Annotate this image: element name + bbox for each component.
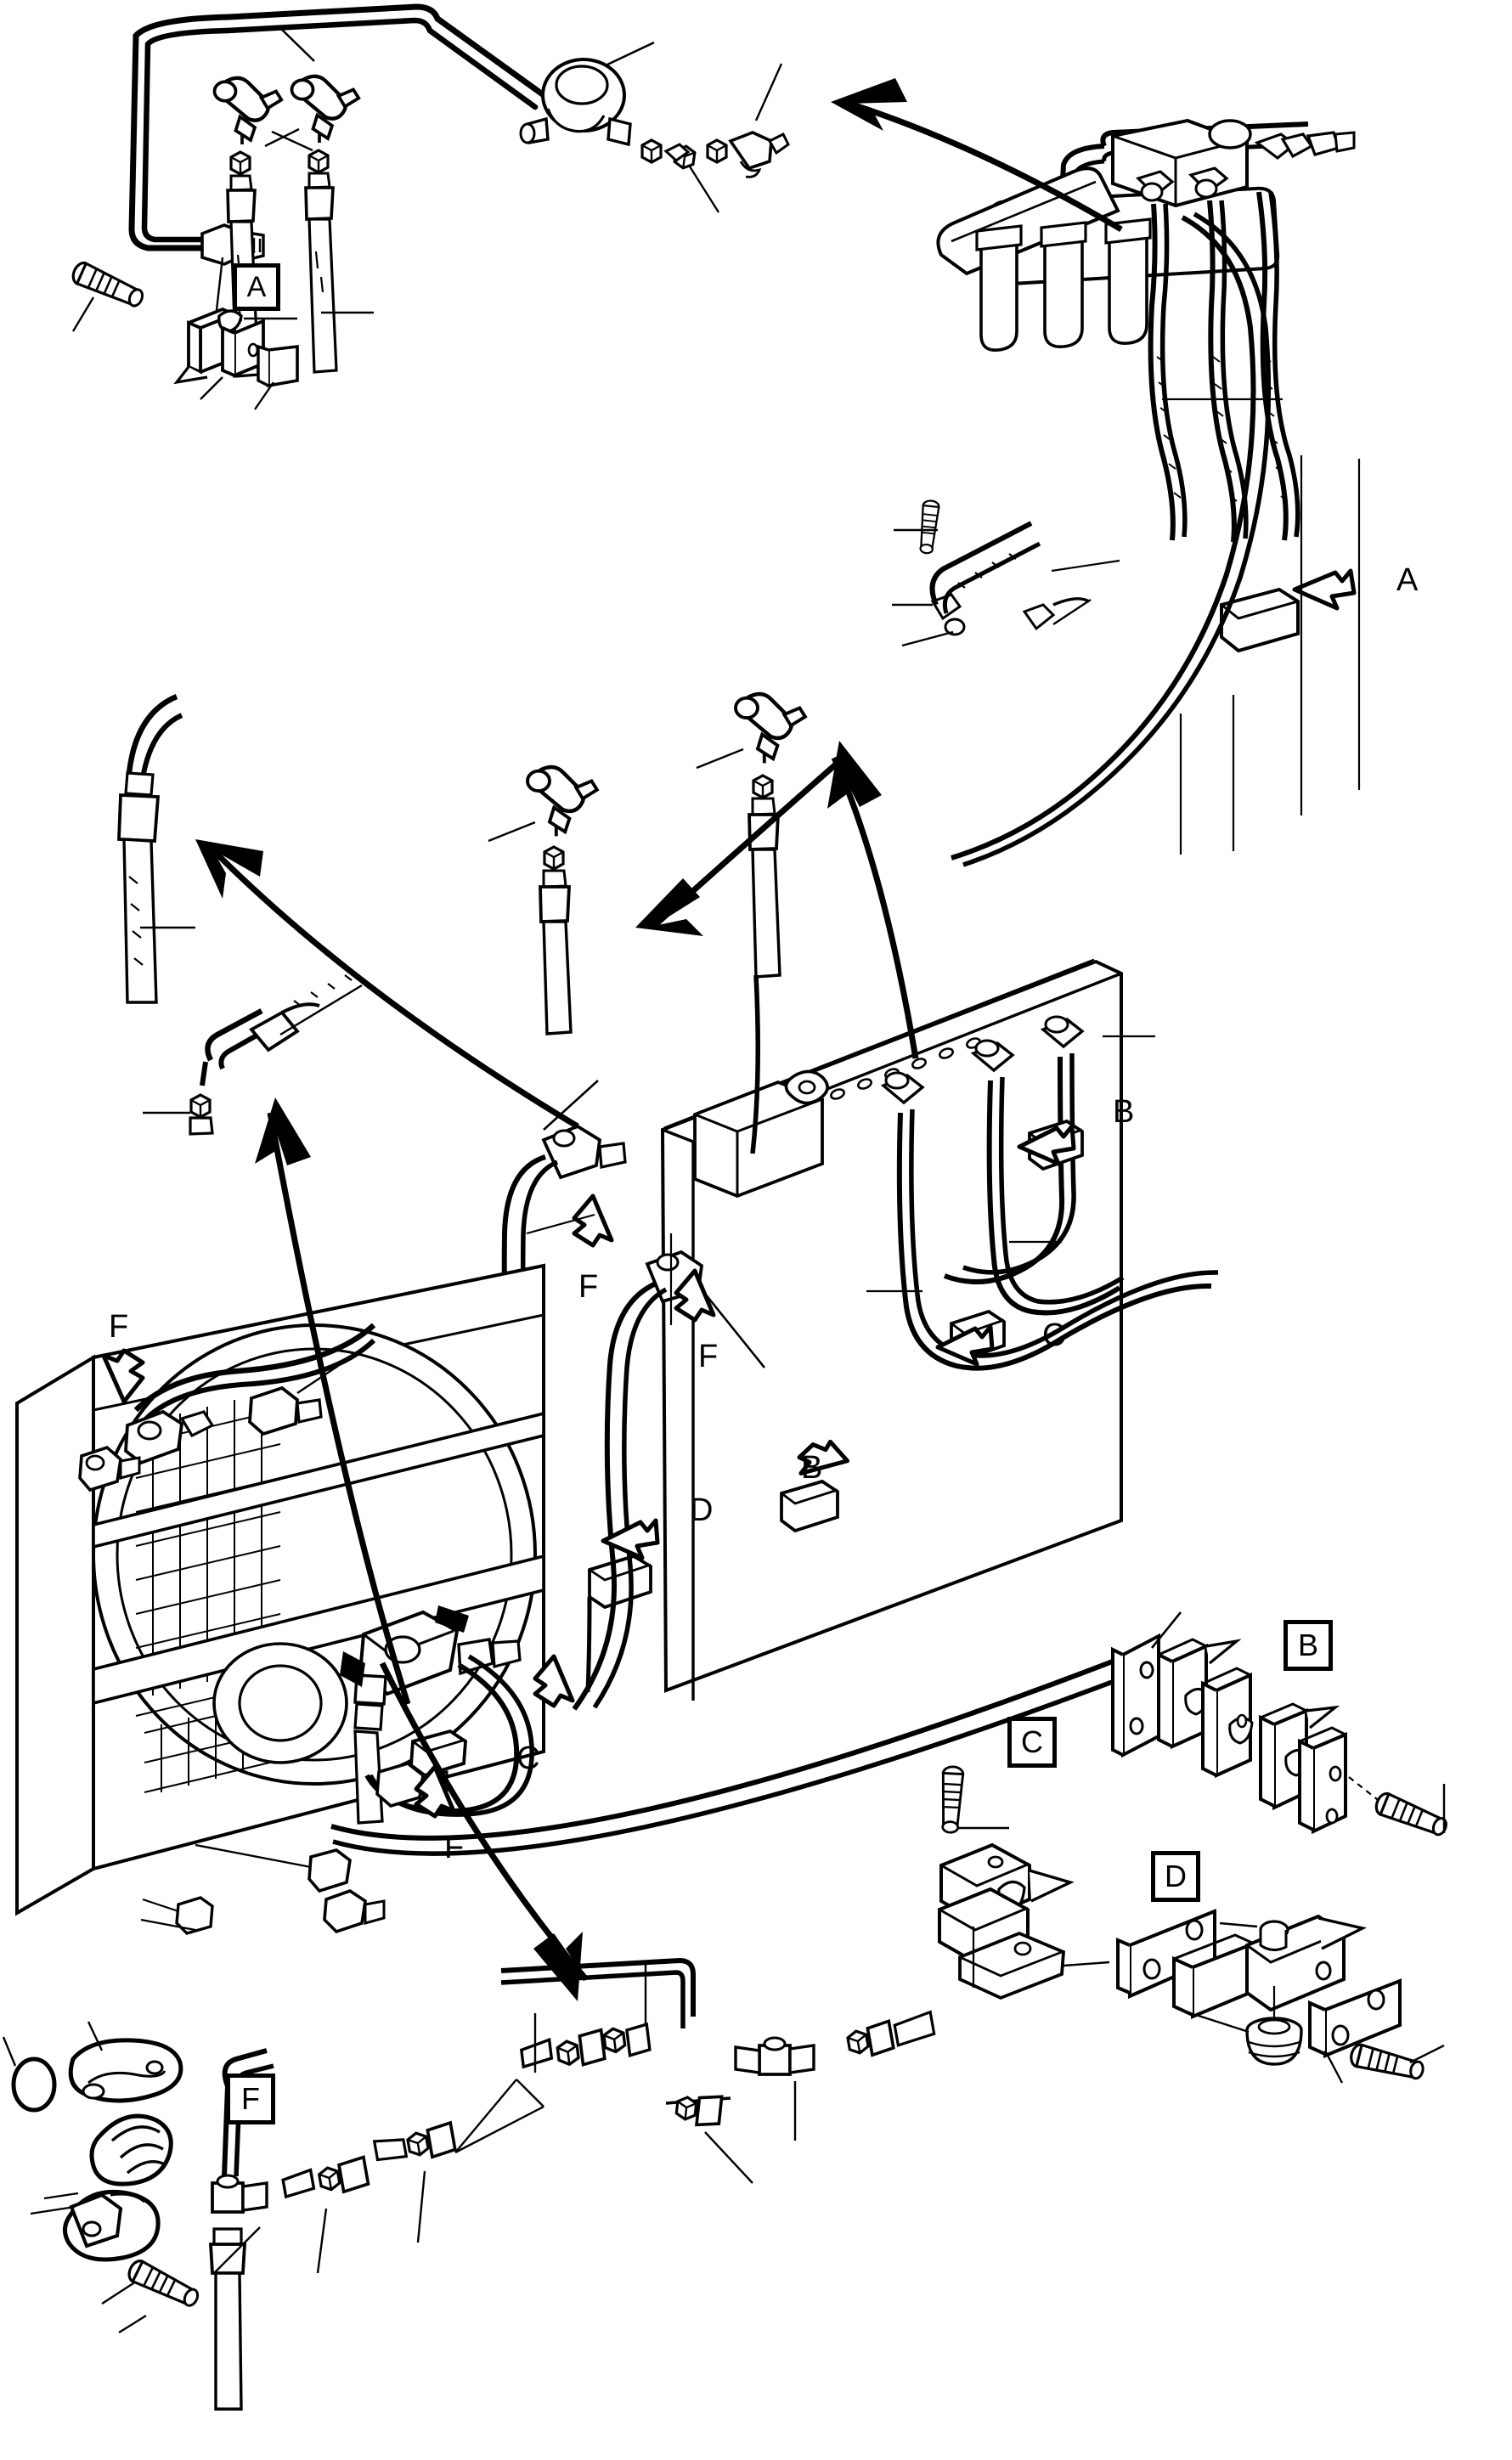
hollow-arrow-c-tank (935, 1324, 995, 1367)
tank-hose-clamp-4 (588, 1554, 652, 1610)
boxed-callout-b: B (1284, 1620, 1333, 1671)
tank-hose-lines (896, 1052, 1219, 1371)
bent-steel-tube (128, 3, 547, 251)
radiator-clamp-f-1 (124, 1409, 215, 1465)
two-piece-hose-clamp-top (173, 307, 299, 410)
hex-head-bolt-top (68, 258, 148, 312)
hollow-arrow-d-tank (601, 1518, 660, 1560)
arrow-label-a: A (1396, 562, 1419, 598)
leader-arrow-fan-up (255, 1097, 411, 1706)
radiator-top-hose (133, 1323, 376, 1421)
curved-hose-end-left (117, 694, 195, 1004)
boxed-callout-a: A (233, 263, 280, 311)
leader-arrow-top-right (831, 78, 1123, 233)
hollow-arrow-b-mid (797, 1439, 849, 1475)
small-fittings-under-filters (892, 499, 1092, 647)
tee-fitting-with-nuts (519, 41, 790, 213)
detail-d-clamp-assembly (1116, 1909, 1445, 2084)
arrow-label-f-bottom: F (444, 1830, 465, 1865)
arrow-label-b-tank: B (1113, 1094, 1135, 1130)
elbow-hose-assembly-4 (696, 694, 805, 979)
angled-hose-fitting-left (143, 974, 363, 1136)
arrow-label-c-fan: C (516, 1741, 540, 1776)
fuel-filter-bank (936, 118, 1356, 352)
radiator-small-fitting (78, 1445, 141, 1492)
hollow-arrow-f-left (572, 1193, 614, 1248)
boxed-callout-f: F (226, 2074, 275, 2124)
arrow-label-f-rad: F (109, 1309, 129, 1345)
arrow-label-f-mid: F (698, 1339, 719, 1374)
detail-c-clamp-assembly (938, 1764, 1110, 2000)
hollow-arrow-a (1292, 568, 1357, 611)
hollow-arrow-f-rad (101, 1348, 145, 1404)
callout-arrow-shapes (101, 568, 1357, 1819)
boxed-callout-d: D (1151, 1851, 1200, 1902)
leader-arrow-mid-left (195, 839, 579, 1130)
reference-leaders (140, 398, 1361, 1932)
leader-arrow-tank-upper (827, 741, 919, 1059)
frame-rails (330, 1596, 1123, 1856)
tank-top-connectors (880, 1015, 1085, 1105)
elbow4-hose (750, 974, 760, 1154)
radiator-lower-fitting (195, 1843, 352, 1893)
boxed-callout-c: C (1007, 1717, 1057, 1768)
hose-bundle-right (1148, 191, 1300, 543)
tank-mid-fitting-left (541, 1080, 627, 1180)
detail-b-clamp-stack (1111, 1611, 1451, 1841)
detail-f-parts (2, 2021, 203, 2334)
hollow-arrow-f-mid (674, 1268, 716, 1323)
hydraulic-reservoir-tank (660, 958, 1123, 1701)
hollow-arrow-f-bottom (414, 1764, 456, 1819)
arrow-label-b-mid: B (801, 1450, 823, 1486)
leader-arrow-mid-center (635, 760, 840, 936)
arrow-label-c-tank: C (1042, 1317, 1066, 1353)
radiator-clamp-f-2 (248, 1365, 339, 1436)
elbow-hose-assembly-3 (488, 767, 597, 1035)
small-clamp-bottom-left (323, 1889, 386, 1934)
bottom-fitting-chain-upper (500, 1957, 936, 2184)
arrow-label-d-tank: D (690, 1492, 714, 1528)
arrow-label-f-left: F (578, 1269, 599, 1305)
small-clamp-radiator-bottom (142, 1896, 214, 1935)
elbow-hose-assembly-2 (264, 76, 374, 374)
long-hose-to-tank (951, 212, 1272, 867)
hollow-arrow-c-fan (533, 1654, 575, 1708)
hollow-arrow-b-tank (1017, 1124, 1076, 1166)
tank-hose-clamp-3 (780, 1479, 839, 1533)
